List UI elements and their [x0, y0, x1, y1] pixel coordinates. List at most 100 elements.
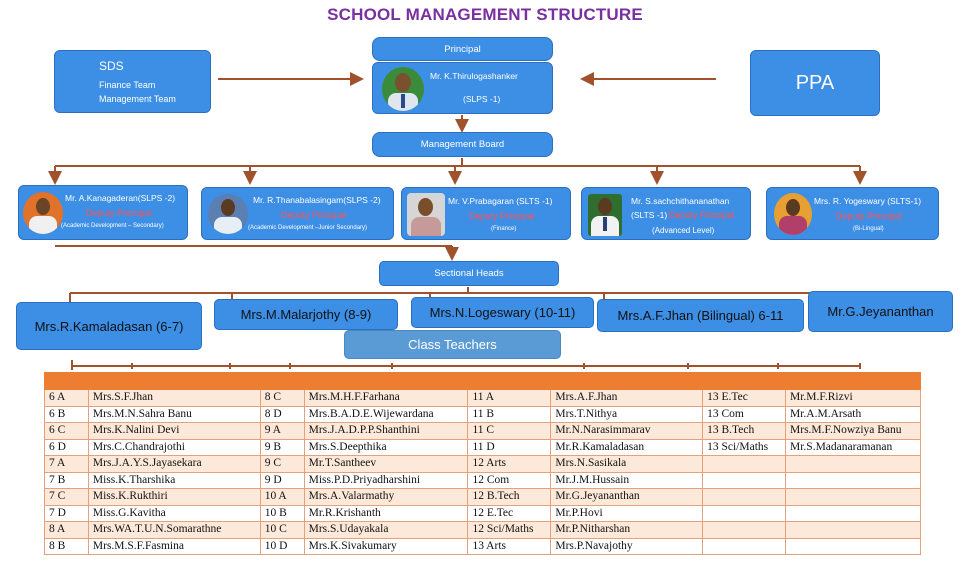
class-cell: 11 C	[467, 422, 552, 440]
teacher-cell	[785, 504, 921, 522]
teacher-cell: Mrs.M.H.F.Farhana	[303, 389, 469, 407]
teacher-cell: Mr.R.Krishanth	[303, 504, 469, 522]
teacher-cell: Mr.R.Kamaladasan	[550, 438, 704, 456]
class-cell: 9 C	[259, 455, 305, 473]
class-cell: 6 A	[44, 389, 89, 407]
class-cell: 7 A	[44, 455, 89, 473]
teacher-cell: Mrs.B.A.D.E.Wijewardana	[303, 405, 469, 423]
deputy-role: Deputy Principal	[469, 211, 535, 221]
teacher-cell: Mrs.J.A.D.P.P.Shanthini	[303, 422, 469, 440]
teacher-cell: Mrs.M.F.Nowziya Banu	[785, 422, 921, 440]
principal-header: Principal	[372, 37, 553, 61]
class-cell: 12 E.Tec	[467, 504, 552, 522]
deputy-photo-sachchithananathan	[588, 194, 622, 236]
class-cell: 12 Sci/Maths	[467, 521, 552, 539]
class-cell: 12 Arts	[467, 455, 552, 473]
teacher-cell: Mrs.A.Valarmathy	[303, 488, 469, 506]
class-cell	[702, 504, 787, 522]
sectional-head-label: Mr.G.Jeyananthan	[827, 304, 934, 319]
teacher-cell	[785, 471, 921, 489]
deputy-name: Mr. S.sachchithananathan	[631, 196, 730, 206]
class-teachers-label: Class Teachers	[408, 337, 497, 352]
teacher-cell: Mr.T.Santheev	[303, 455, 469, 473]
management-board-label: Management Board	[420, 139, 505, 150]
class-cell	[702, 537, 787, 555]
deputy-card-prabagaran: Mr. V.Prabagaran (SLTS -1) Deputy Princi…	[401, 187, 571, 240]
class-cell: 9 D	[259, 471, 305, 489]
management-board-box: Management Board	[372, 132, 553, 157]
class-cell: 11 B	[467, 405, 552, 423]
deputy-portfolio: (Advanced Level)	[652, 226, 715, 235]
teacher-cell: Mr.M.F.Rizvi	[785, 389, 921, 407]
teacher-cell: Mr.A.M.Arsath	[785, 405, 921, 423]
class-cell: 9 B	[259, 438, 305, 456]
class-cell: 10 C	[259, 521, 305, 539]
deputy-card-yogeswary: Mrs. R. Yogeswary (SLTS-1) Deputy Princi…	[766, 187, 939, 240]
teacher-cell: Mrs.M.S.F.Fasmina	[87, 537, 261, 555]
deputy-photo-yogeswary	[774, 193, 812, 235]
principal-header-label: Principal	[444, 43, 481, 55]
teacher-cell: Mrs.A.F.Jhan	[550, 389, 704, 407]
teacher-cell: Mr.N.Narasimmarav	[550, 422, 704, 440]
teacher-cell: Mr.G.Jeyananthan	[550, 488, 704, 506]
deputy-card-thanabalasingam: Mr. R.Thanabalasingam(SLPS -2) Deputy Pr…	[201, 187, 394, 240]
deputy-name: Mr. A.Kanagaderan(SLPS -2)	[65, 193, 176, 203]
sds-management-team: Management Team	[99, 94, 176, 104]
class-cell	[702, 488, 787, 506]
sectional-head-malarjothy: Mrs.M.Malarjothy (8-9)	[214, 299, 398, 330]
principal-name: Mr. K.Thirulogashanker	[430, 71, 518, 81]
teacher-cell: Miss.K.Rukthiri	[87, 488, 261, 506]
class-cell: 11 A	[467, 389, 552, 407]
class-cell: 13 Sci/Maths	[702, 438, 787, 456]
sectional-head-jeyananthan: Mr.G.Jeyananthan	[808, 291, 953, 332]
sectional-head-label: Mrs.R.Kamaladasan (6-7)	[34, 318, 184, 334]
teacher-cell	[785, 537, 921, 555]
sectional-head-label: Mrs.N.Logeswary (10-11)	[429, 305, 576, 320]
class-cell: 10 A	[259, 488, 305, 506]
class-teachers-box: Class Teachers	[344, 330, 561, 359]
teacher-cell	[785, 455, 921, 473]
teacher-cell: Mr.J.M.Hussain	[550, 471, 704, 489]
sectional-head-jhan: Mrs.A.F.Jhan (Bilingual) 6-11	[597, 299, 804, 332]
class-cell: 8 A	[44, 521, 89, 539]
class-cell: 6 D	[44, 438, 89, 456]
class-cell: 6 C	[44, 422, 89, 440]
deputy-role: Deputy Principal	[836, 211, 902, 221]
sectional-head-label: Mrs.M.Malarjothy (8-9)	[240, 307, 372, 322]
ppa-title: PPA	[795, 71, 835, 94]
class-cell: 7 D	[44, 504, 89, 522]
sds-box: SDS Finance Team Management Team	[54, 50, 211, 113]
class-cell: 12 Com	[467, 471, 552, 489]
sectional-heads-label: Sectional Heads	[434, 268, 504, 279]
teacher-cell: Mrs.C.Chandrajothi	[87, 438, 261, 456]
class-cell: 9 A	[259, 422, 305, 440]
deputy-portfolio: (Finance)	[491, 226, 517, 232]
teacher-cell: Mrs.P.Navajothy	[550, 537, 704, 555]
class-cell: 7 B	[44, 471, 89, 489]
class-cell: 8 B	[44, 537, 89, 555]
table-header-row	[44, 372, 921, 390]
page-title: SCHOOL MANAGEMENT STRUCTURE	[327, 5, 643, 24]
class-cell: 13 Arts	[467, 537, 552, 555]
teacher-cell: Mr.P.Nitharshan	[550, 521, 704, 539]
teacher-cell: Miss.G.Kavitha	[87, 504, 261, 522]
class-cell: 12 B.Tech	[467, 488, 552, 506]
principal-photo	[382, 67, 424, 111]
teacher-cell: Mr.P.Hovi	[550, 504, 704, 522]
teacher-cell: Mrs.K.Nalini Devi	[87, 422, 261, 440]
teacher-cell	[785, 521, 921, 539]
class-cell	[702, 521, 787, 539]
class-cell: 10 D	[259, 537, 305, 555]
teacher-cell: Mrs.S.Deepthika	[303, 438, 469, 456]
class-cell	[702, 471, 787, 489]
teacher-cell: Mrs.K.Sivakumary	[303, 537, 469, 555]
class-cell: 7 C	[44, 488, 89, 506]
deputy-name: Mr. R.Thanabalasingam(SLPS -2)	[253, 195, 381, 205]
